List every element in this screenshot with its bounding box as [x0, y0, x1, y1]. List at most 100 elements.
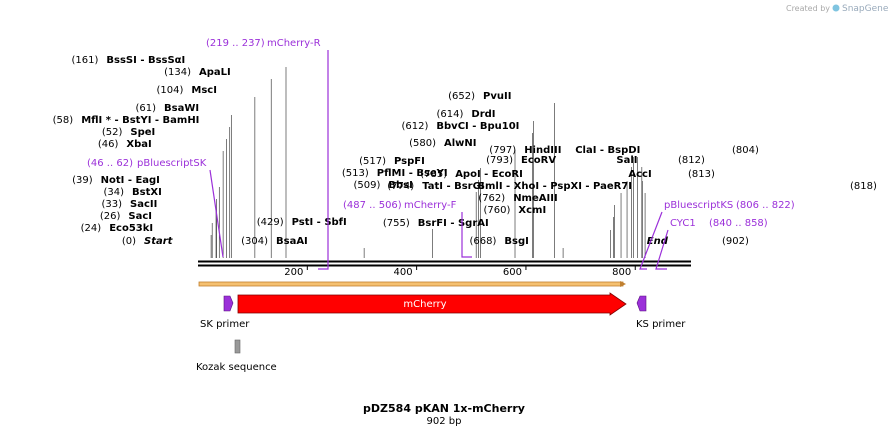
restriction-site[interactable]: (774)TatI - BsrGI — [387, 181, 484, 192]
site-name: BsaAI — [276, 236, 308, 247]
restriction-site[interactable]: (812)SalI — [616, 155, 705, 166]
restriction-site[interactable]: (813) AccI — [628, 169, 715, 180]
primer-site-name: pBluescriptSK — [137, 158, 207, 169]
restriction-site[interactable]: (34) BstXI — [103, 187, 161, 198]
restriction-site[interactable]: (580)AlwNI — [409, 138, 476, 149]
site-position: (46) — [98, 139, 119, 150]
restriction-site[interactable]: (104)MscI — [157, 85, 217, 96]
restriction-site[interactable]: (0)Start — [122, 236, 174, 247]
site-position: (61) — [135, 103, 156, 114]
primer-leader-line — [655, 229, 669, 270]
restriction-site[interactable]: (793)EcoRV — [486, 155, 556, 166]
primer-site[interactable]: (46 .. 62) pBluescriptSK — [87, 158, 224, 258]
site-position: (762) — [478, 193, 505, 204]
restriction-site[interactable]: (61)BsaWI — [135, 103, 199, 114]
restriction-site[interactable]: (668)BsgI — [470, 236, 529, 247]
restriction-site[interactable]: (755) BsrFI - SgrAI — [383, 218, 489, 229]
mcherry-feature-label: mCherry — [403, 299, 446, 310]
restriction-site[interactable]: (513)PflMI - BseYI — [342, 168, 448, 179]
restriction-site[interactable]: (797)HindIII — [489, 145, 561, 156]
site-position: (797) — [489, 145, 516, 156]
restriction-site[interactable]: (652)PvuII — [448, 91, 511, 102]
scale-tick-label: 400 — [394, 267, 413, 278]
restriction-site[interactable]: (760)XcmI — [484, 205, 547, 216]
site-position: (33) — [101, 199, 122, 210]
site-position: (509) — [354, 180, 381, 191]
mcherry-feature-arrow[interactable] — [237, 292, 627, 316]
site-name: SpeI — [130, 127, 155, 138]
restriction-site[interactable]: (39) NotI - EagI — [72, 175, 160, 186]
restriction-site[interactable]: (818)SmlI - XhoI - PspXI - PaeR7I — [478, 181, 877, 192]
site-name: BssSI - BssSαI — [106, 55, 185, 66]
site-name: BsrFI - SgrAI — [418, 218, 489, 229]
primer-site-name: CYC1 — [670, 218, 696, 229]
site-name: NmeAIII — [513, 193, 557, 204]
snapgene-logo-icon — [832, 4, 840, 12]
restriction-site[interactable]: (26)SacI — [100, 211, 152, 222]
restriction-site[interactable]: (785)ApoI - EcoRI — [420, 169, 523, 180]
ks-primer-arrow[interactable] — [636, 295, 647, 312]
site-position: (818) — [850, 181, 877, 192]
orf-bar — [198, 281, 624, 287]
site-position: (58) — [53, 115, 74, 126]
site-position: (104) — [157, 85, 184, 96]
primer-leader-line — [209, 169, 224, 258]
restriction-site[interactable]: (762) NmeAIII — [478, 193, 557, 204]
restriction-site[interactable]: (612)BbvCI - Bpu10I — [402, 121, 520, 132]
site-name: BstXI — [132, 187, 162, 198]
site-position: (52) — [102, 127, 123, 138]
watermark-prefix: Created by — [786, 4, 830, 13]
site-position: (668) — [470, 236, 497, 247]
ks-primer-label: KS primer — [636, 319, 686, 330]
site-position: (813) — [688, 169, 715, 180]
primer-site[interactable]: (487 .. 506)mCherry-F — [343, 200, 472, 258]
site-name: SacII — [130, 199, 157, 210]
primer-leader-line — [318, 50, 329, 270]
site-name: Eco53kI — [109, 223, 153, 234]
site-position: (39) — [72, 175, 93, 186]
site-name: XbaI — [126, 139, 151, 150]
restriction-site[interactable]: (902) End — [647, 236, 749, 247]
restriction-site[interactable]: (517)PspFI — [359, 156, 425, 167]
restriction-site[interactable]: (304)BsaAI — [241, 236, 308, 247]
site-position: (517) — [359, 156, 386, 167]
restriction-site[interactable]: (33) SacII — [101, 199, 157, 210]
restriction-site[interactable]: (804)ClaI - BspDI — [575, 145, 759, 156]
orf-arrow-icon — [620, 281, 626, 287]
site-name: NotI - EagI — [101, 175, 160, 186]
site-name: Start — [144, 236, 174, 247]
primer-site[interactable]: (219 .. 237)mCherry-R — [206, 38, 329, 270]
sk-primer-arrow[interactable] — [223, 295, 234, 312]
restriction-site[interactable]: (134)ApaLI — [164, 67, 231, 78]
restriction-site[interactable]: (46) XbaI — [98, 139, 152, 150]
primer-site[interactable]: (806 .. 822)pBluescriptKS — [639, 200, 795, 270]
site-position: (134) — [164, 67, 191, 78]
site-name: DrdI — [471, 109, 495, 120]
site-name: EcoRV — [521, 155, 556, 166]
restriction-site[interactable]: (509)BbsI — [354, 180, 413, 191]
primer-site-range: (46 .. 62) — [87, 158, 133, 169]
site-position: (902) — [722, 236, 749, 247]
site-name: MflI * - BstYI - BamHI — [81, 115, 199, 126]
site-position: (755) — [383, 218, 410, 229]
primer-site-annotations: (219 .. 237)mCherry-R (46 .. 62) pBluescri… — [87, 38, 795, 270]
site-name: AccI — [628, 169, 651, 180]
restriction-site[interactable]: (52) SpeI — [102, 127, 155, 138]
restriction-site-labels: (0)Start(24)Eco53kI(26)SacI(33)SacII(34)… — [53, 55, 877, 247]
restriction-site[interactable]: (24)Eco53kI — [81, 223, 153, 234]
scale-tick-label: 600 — [503, 267, 522, 278]
site-position: (429) — [257, 217, 284, 228]
primer-site[interactable]: (840 .. 858)CYC1 — [655, 218, 768, 270]
sk-primer-label: SK primer — [200, 319, 250, 330]
restriction-site[interactable]: (161)BssSI - BssSαI — [72, 55, 186, 66]
restriction-site[interactable]: (614)DrdI — [437, 109, 496, 120]
primer-site-range: (806 .. 822) — [736, 200, 795, 211]
scale-tick-label: 200 — [284, 267, 303, 278]
site-name: AlwNI — [444, 138, 477, 149]
site-position: (785) — [420, 169, 447, 180]
kozak-sequence-box[interactable] — [234, 339, 241, 354]
restriction-site[interactable]: (429)PstI - SbfI — [257, 217, 347, 228]
site-position: (34) — [103, 187, 124, 198]
restriction-site[interactable]: (58) MflI * - BstYI - BamHI — [53, 115, 200, 126]
site-name: End — [647, 236, 669, 247]
